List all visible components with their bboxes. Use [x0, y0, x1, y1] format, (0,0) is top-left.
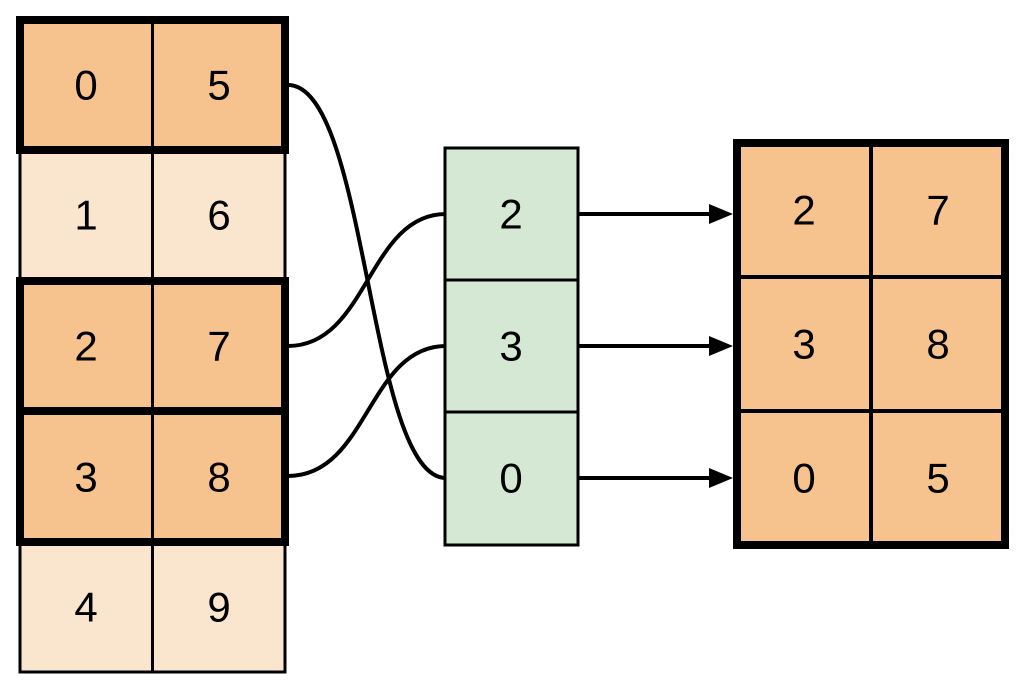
- right-table-cell-r2c1: [869, 409, 1007, 547]
- right-table-border: [733, 139, 1009, 549]
- left-table-value-r0c0: 0: [74, 62, 97, 109]
- left-row-3-highlight-border: [16, 407, 289, 546]
- right-table-value-r0c0: 2: [792, 187, 815, 234]
- left-table-value-r2c1: 7: [207, 323, 230, 370]
- right-table-value-r2c0: 0: [792, 455, 815, 502]
- left-table-value-r1c1: 6: [207, 192, 230, 239]
- left-table-value-r2c0: 2: [74, 323, 97, 370]
- left-table-cell-r0c0: [18, 18, 154, 152]
- left-table-cell-r0c1: [151, 18, 287, 152]
- curve-row2-to-index-2: [287, 212, 447, 348]
- left-table-value-r1c0: 1: [74, 192, 97, 239]
- left-table-value-r4c0: 4: [74, 584, 97, 631]
- left-table-cell-r1c1: [151, 148, 287, 283]
- right-table-value-r1c1: 8: [926, 321, 949, 368]
- left-table-value-r3c0: 3: [74, 454, 97, 501]
- left-table-cell-r3c1: [151, 409, 287, 544]
- index-cell-1: [443, 278, 580, 414]
- index-value-2: 0: [499, 455, 522, 502]
- index-cell-2: [443, 410, 580, 547]
- left-table-value-r0c1: 5: [207, 62, 230, 109]
- right-table-value-r2c1: 5: [926, 455, 949, 502]
- left-row-0-highlight-border: [16, 16, 289, 154]
- curve-row3-to-index-3: [287, 344, 447, 478]
- index-value-0: 2: [499, 191, 522, 238]
- left-table-cell-r4c1: [151, 540, 287, 674]
- left-table-value-r3c1: 8: [207, 454, 230, 501]
- right-table-cell-r1c1: [869, 275, 1007, 413]
- left-table-cell-r2c1: [151, 279, 287, 413]
- right-table-value-r0c1: 7: [926, 187, 949, 234]
- left-table-cell-r4c0: [18, 540, 154, 674]
- right-table-value-r1c0: 3: [792, 321, 815, 368]
- left-table-value-r4c1: 9: [207, 584, 230, 631]
- index-value-1: 3: [499, 323, 522, 370]
